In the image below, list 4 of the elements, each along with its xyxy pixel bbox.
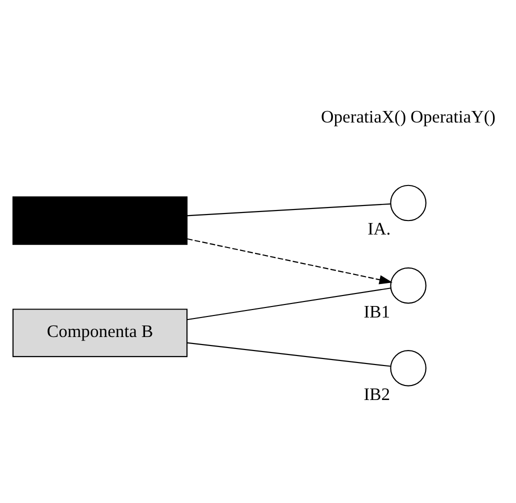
node-label: IB1 — [364, 300, 390, 321]
label: OperatiaX() OperatiaY() — [321, 106, 496, 126]
node-label: IB2 — [364, 383, 390, 404]
node-label: IA. — [368, 218, 391, 238]
